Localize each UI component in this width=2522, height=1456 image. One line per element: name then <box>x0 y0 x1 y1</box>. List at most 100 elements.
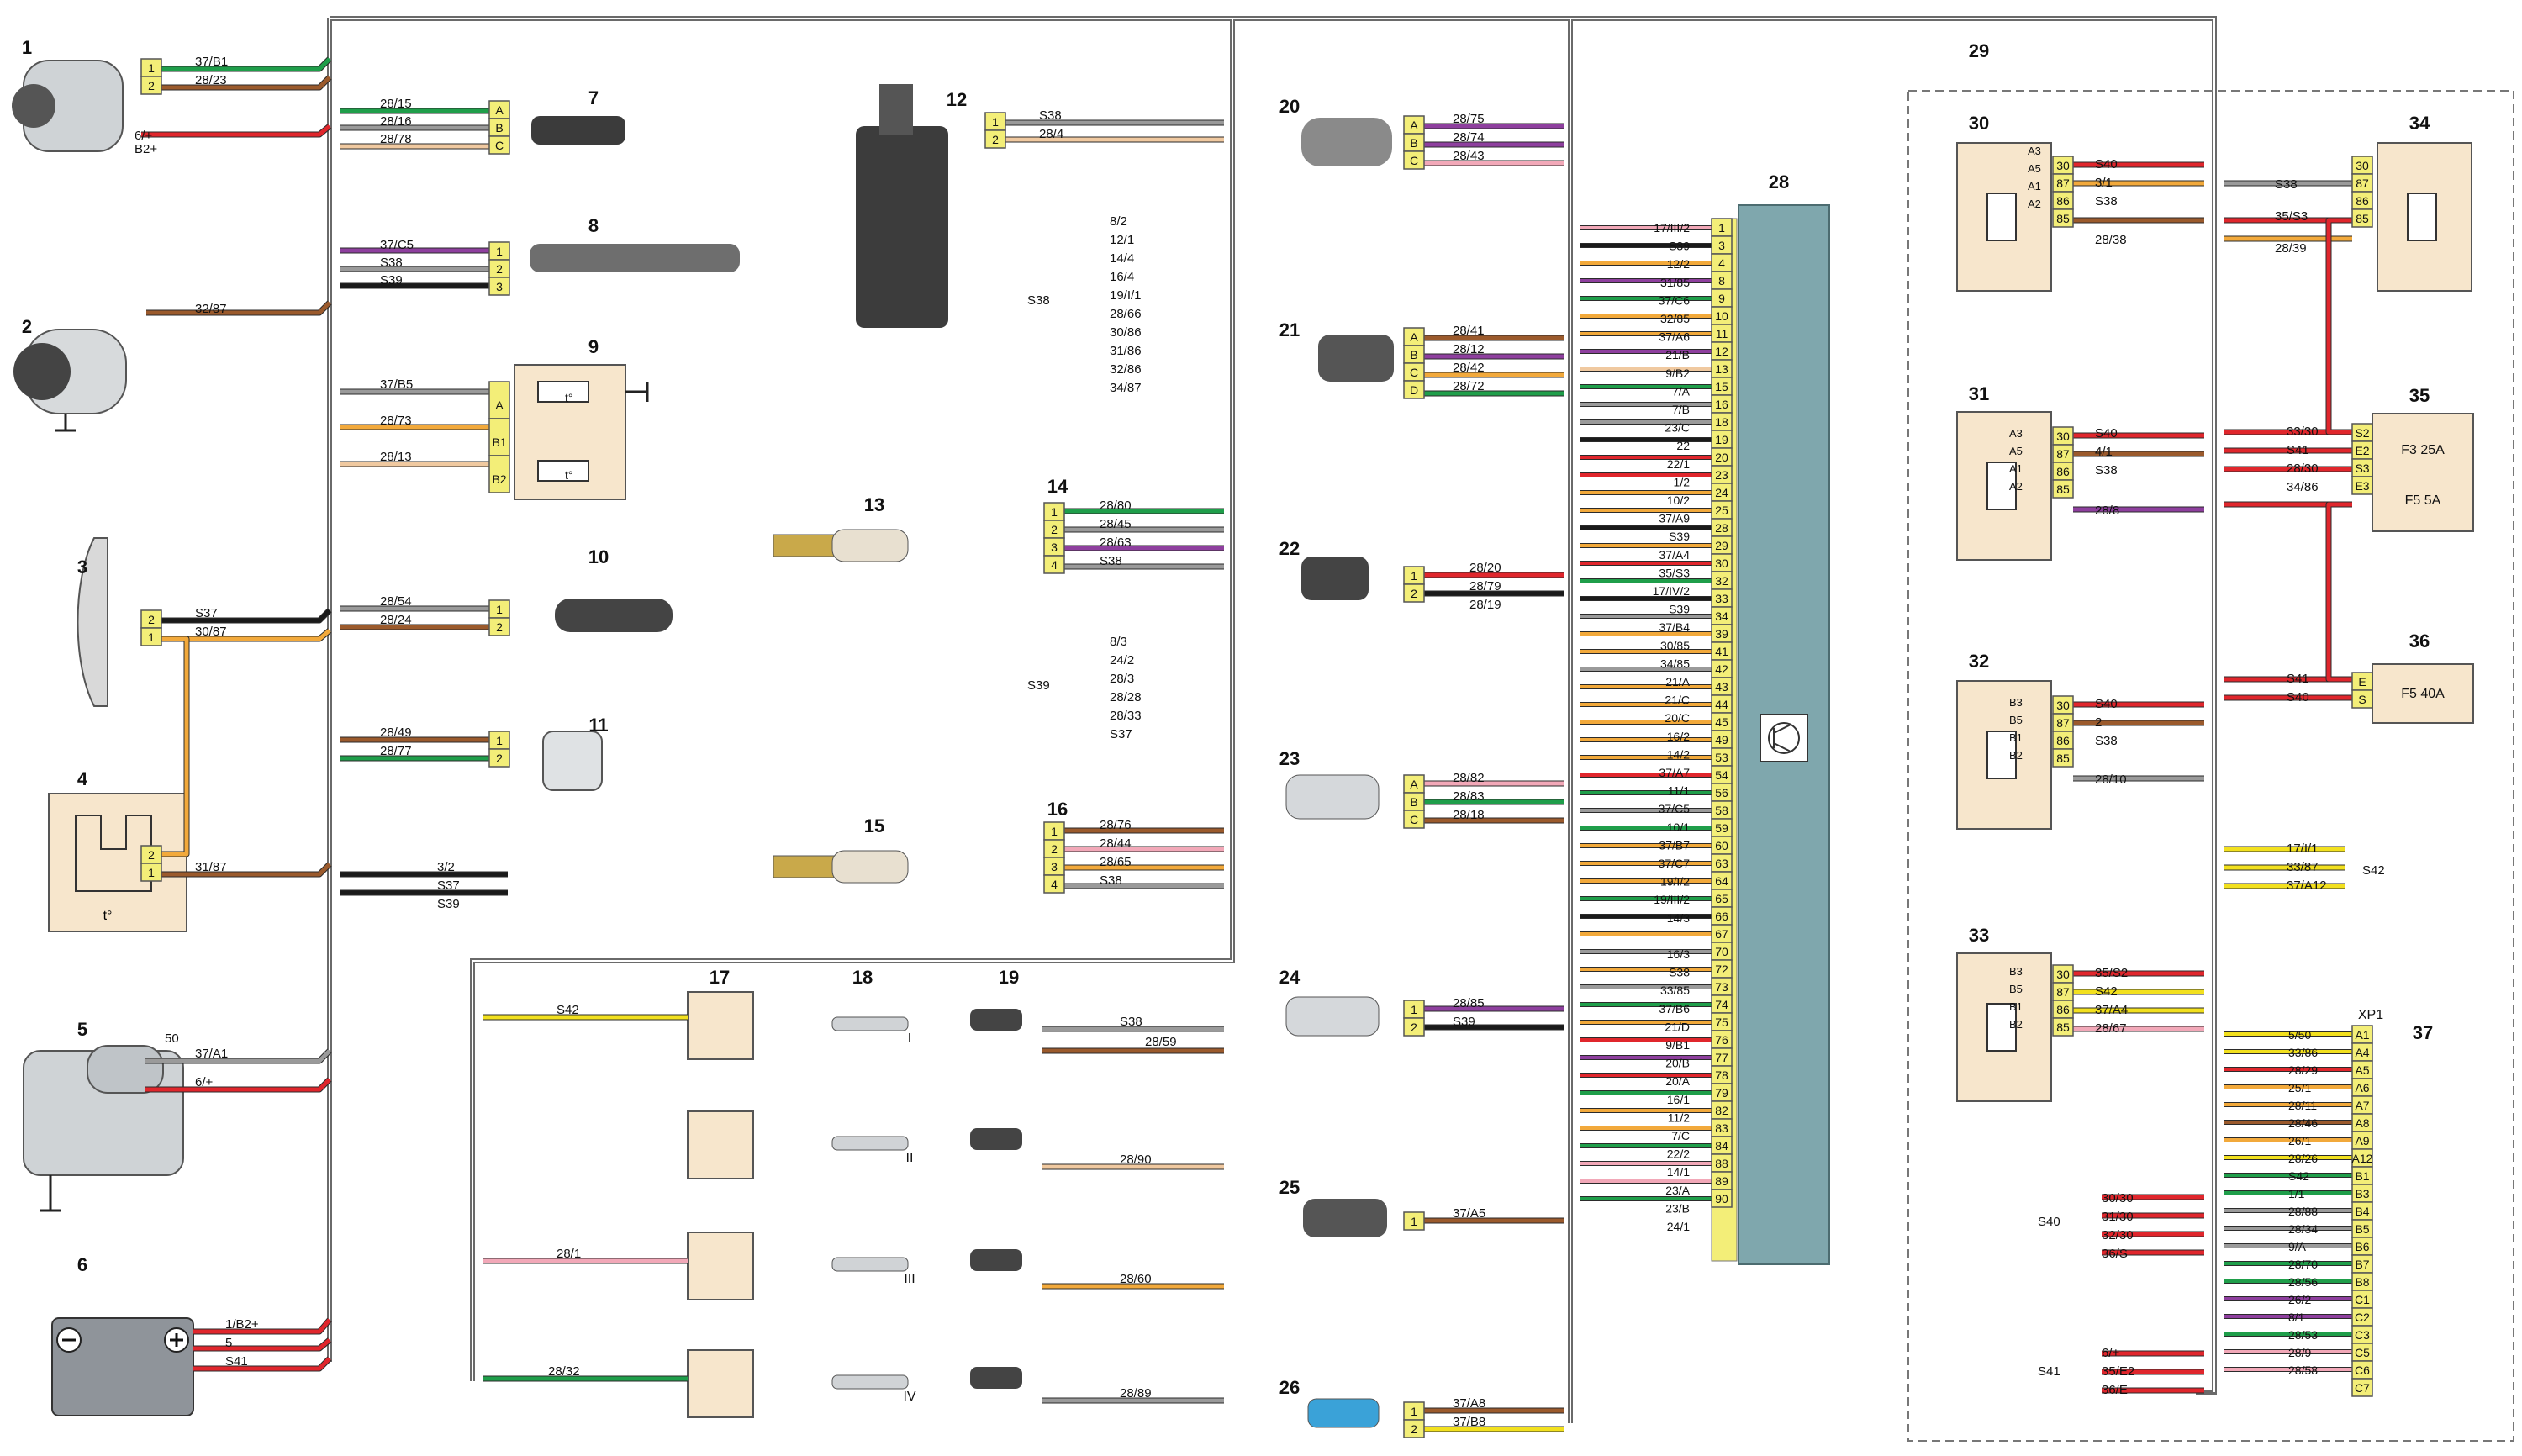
wire-label: 30/86 <box>1110 325 1142 340</box>
wire-label: 21/C <box>1665 694 1690 707</box>
connector-pin-label: 86 <box>2056 194 2070 208</box>
pressure-switch-icon <box>1301 557 1369 600</box>
oxygen-sensor-insulator <box>831 529 909 562</box>
wire-label: 28/76 <box>1100 818 1132 832</box>
connector-pin-label: 13 <box>1715 362 1728 376</box>
connector-pin <box>488 748 510 768</box>
connector-pin-label: 8 <box>1718 274 1725 288</box>
wire-label: 16/3 <box>1667 947 1690 961</box>
wire-label: S39 <box>1669 603 1690 616</box>
wire-label: 28/28 <box>1110 690 1142 704</box>
wire-label: 37/B4 <box>1659 620 1690 634</box>
wire-label: 1/2 <box>1674 475 1691 488</box>
wire-label: 37/A12 <box>2287 878 2327 893</box>
component-number: 28 <box>1769 171 1789 193</box>
connector-pin <box>488 418 510 456</box>
wire-label: S39 <box>1669 530 1690 543</box>
wire-label: 20/A <box>1665 1074 1690 1088</box>
connector-pin-label: A12 <box>2352 1152 2373 1165</box>
wire-label: 22/1 <box>1667 457 1690 471</box>
wire-label: 30/30 <box>2102 1191 2134 1205</box>
connector-pin-label: A <box>495 103 504 117</box>
connector-pin-label: 2 <box>992 133 999 146</box>
wire-label: 33/85 <box>1660 984 1690 997</box>
relay-coil-symbol <box>1986 1003 2017 1052</box>
relay-pin-label: A5 <box>2028 162 2041 175</box>
wire-label: 28/65 <box>1100 855 1132 869</box>
connector-pin-label: 4 <box>1718 256 1725 270</box>
wire-label: S38 <box>1100 873 1122 888</box>
relay-coil-symbol <box>2407 193 2437 241</box>
resistor-symbol <box>537 460 589 482</box>
connector-pin-label: 2 <box>148 79 155 92</box>
wire-label: 16/2 <box>1667 730 1690 743</box>
wire <box>161 628 332 642</box>
wire-label: 28/32 <box>548 1364 580 1379</box>
wire-label: 16/4 <box>1110 270 1134 284</box>
component-number: 14 <box>1047 476 1068 497</box>
component-number: 33 <box>1969 925 1989 946</box>
injector-icon <box>970 1009 1022 1031</box>
connector-pin-label: 3 <box>1718 239 1725 252</box>
temperature-symbol: t° <box>565 391 573 404</box>
wire-label: 28/79 <box>1469 579 1501 593</box>
wire-label: S41 <box>2287 672 2309 686</box>
wire-label: 3/1 <box>2095 176 2113 190</box>
wire-label: 17/IV/2 <box>1653 584 1691 598</box>
wire-label: 17/III/2 <box>1654 221 1690 235</box>
wire-label: 34/86 <box>2287 480 2319 494</box>
connector-pin-label: 54 <box>1715 768 1728 782</box>
connector-pin-label: 83 <box>1715 1121 1728 1135</box>
connector-pin-label: A <box>1410 778 1418 791</box>
wire-label: 20/B <box>1665 1057 1690 1070</box>
component-number: 31 <box>1969 383 1989 404</box>
wire-core <box>161 57 331 71</box>
wire-label: 28/8 <box>2095 504 2119 518</box>
wire-label: S40 <box>2095 157 2118 171</box>
wire-label: 17/I/1 <box>2287 841 2319 856</box>
connector-pin-label: 28 <box>1715 521 1728 535</box>
harness-outline <box>327 16 2217 1423</box>
wire <box>193 1337 332 1352</box>
wire-label: 19/III/2 <box>1654 893 1690 906</box>
wire <box>2325 217 2352 435</box>
connector-pin-label: 78 <box>1715 1068 1728 1082</box>
connector-pin-label: 23 <box>1715 468 1728 482</box>
wire-label: S40 <box>2095 697 2118 711</box>
wire-label: 28/46 <box>2288 1116 2318 1130</box>
wire-label: 30/85 <box>1660 639 1690 652</box>
wire-label: 37/C6 <box>1659 293 1691 307</box>
wire-label: 12/2 <box>1667 257 1690 271</box>
component-number: 17 <box>710 967 730 988</box>
oxygen-sensor-body <box>773 534 835 557</box>
connector-pin-label: A7 <box>2355 1099 2369 1112</box>
connector-pin-label: C1 <box>2355 1293 2370 1306</box>
connector-pin <box>2052 479 2074 499</box>
wire-label: 28/90 <box>1120 1153 1152 1167</box>
connector-pin-label: 30 <box>2056 968 2070 981</box>
group-label: S42 <box>557 1003 579 1017</box>
connector-pin-label: 82 <box>1715 1104 1728 1117</box>
relay-pin-label: B1 <box>2009 1000 2023 1013</box>
spark-plug-icon <box>831 1016 909 1031</box>
temperature-sensor-icon <box>1301 118 1392 166</box>
wire-label: 34/87 <box>1110 381 1142 395</box>
component-number: 20 <box>1279 96 1300 117</box>
component-number: 26 <box>1279 1377 1300 1398</box>
wire-label: 5/50 <box>2288 1028 2311 1042</box>
wire-label: 8/1 <box>2288 1311 2305 1324</box>
connector-pin-label: 85 <box>2056 212 2070 225</box>
connector-pin-label: 44 <box>1715 698 1728 711</box>
wire-label: 28/67 <box>2095 1021 2127 1036</box>
relay-coil-symbol <box>1986 731 2017 779</box>
connector-pin-label: 24 <box>1715 486 1728 499</box>
connector-pin-label: 77 <box>1715 1051 1728 1064</box>
wire-label: 32/85 <box>1660 312 1690 325</box>
connector-pin <box>2351 208 2373 228</box>
connector-pin-label: 1 <box>1051 505 1058 519</box>
cylinder-mark: III <box>904 1272 915 1286</box>
component-number: 36 <box>2409 630 2430 652</box>
wire-label: 28/4 <box>1039 127 1063 141</box>
connector-pin-label: 3 <box>1051 541 1058 554</box>
ignition-coil-icon <box>687 1232 754 1300</box>
